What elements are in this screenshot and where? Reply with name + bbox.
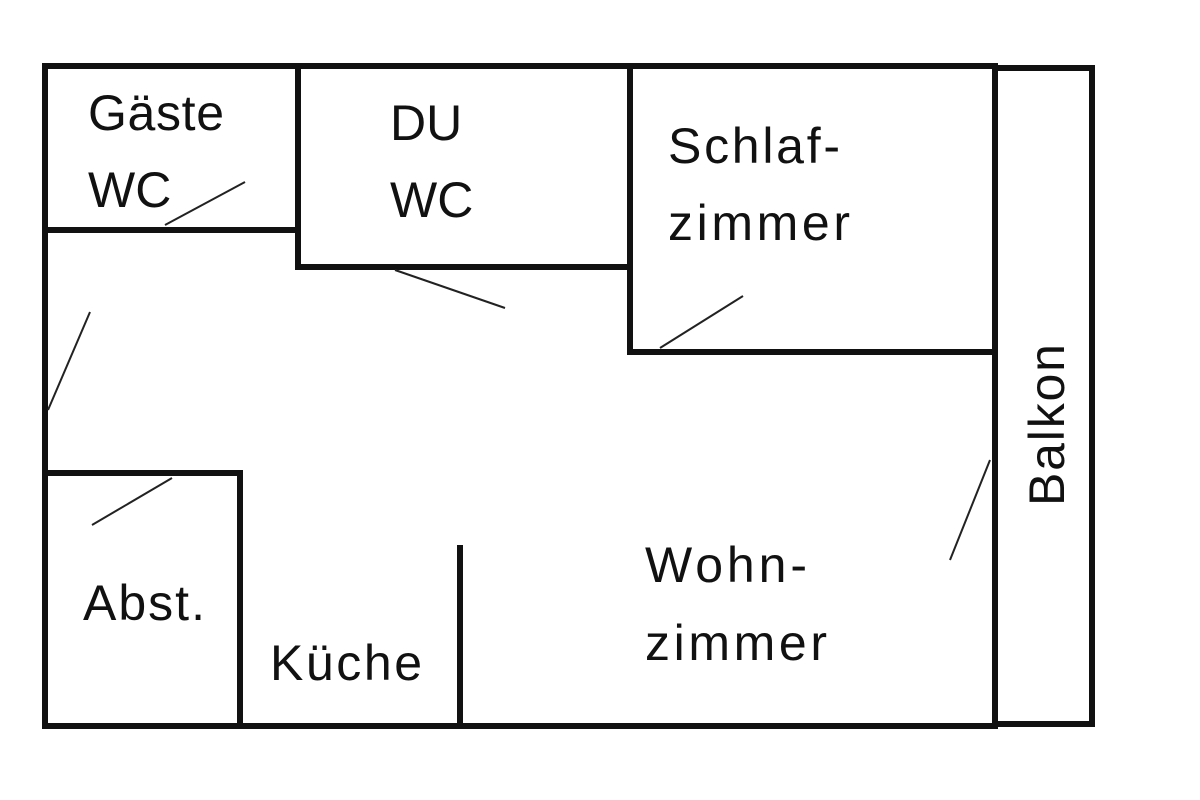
shower-wc-label-1: DU — [390, 95, 462, 151]
guest-wc-label-2: WC — [88, 162, 171, 218]
bedroom-label-2: zimmer — [668, 195, 850, 251]
door-entrance — [47, 311, 91, 411]
doors — [47, 181, 991, 561]
walls — [42, 63, 1095, 729]
guest-wc-label-1: Gäste — [88, 85, 224, 141]
living-room-label-1: Wohn- — [645, 537, 807, 593]
door-shower-wc — [394, 269, 506, 309]
kitchen-label: Küche — [270, 635, 422, 691]
balcony-label: Balkon — [1019, 344, 1075, 506]
storage-label: Abst. — [83, 575, 205, 631]
room-labels: Gäste WC DU WC Schlaf- zimmer Abst. Küch… — [83, 85, 1075, 691]
door-storage — [91, 477, 173, 526]
door-guest-wc — [164, 181, 246, 226]
door-balcony — [949, 459, 991, 561]
shower-wc-label-2: WC — [390, 172, 473, 228]
living-room-label-2: zimmer — [645, 615, 827, 671]
door-bedroom — [659, 295, 744, 349]
bedroom-label-1: Schlaf- — [668, 118, 840, 174]
balcony-outline — [992, 65, 1095, 727]
